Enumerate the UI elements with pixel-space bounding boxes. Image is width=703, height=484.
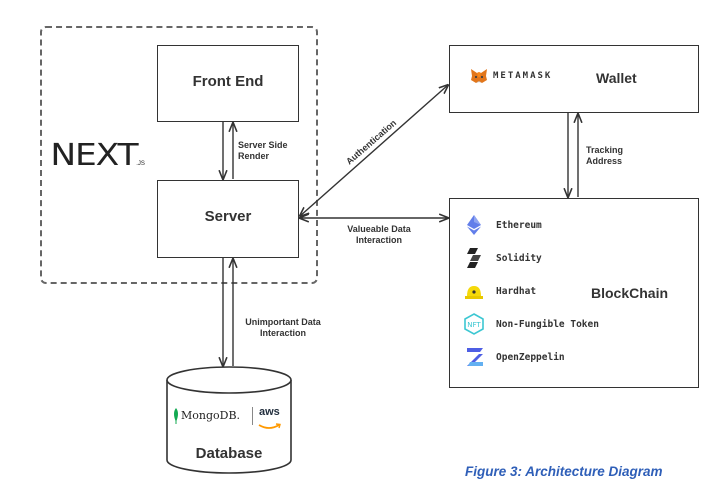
label-tracking: Tracking Address <box>586 145 623 167</box>
metamask-brand: METAMASK <box>493 71 553 81</box>
hardhat-icon <box>464 284 484 300</box>
aws-smile-icon <box>258 418 282 429</box>
nextjs-logo-text: NEXT <box>50 138 138 173</box>
blockchain-box <box>449 198 699 388</box>
label-ssr-line2: Render <box>238 151 270 161</box>
mongodb-leaf-icon <box>172 408 180 424</box>
label-tracking-line2: Address <box>586 156 623 166</box>
server-title: Server <box>204 208 252 225</box>
label-valuable: Valueable Data Interaction <box>338 224 420 246</box>
nextjs-logo-suffix: .JS <box>136 161 145 167</box>
label-ssr: Server Side Render <box>238 140 288 162</box>
metamask-fox-icon <box>470 68 488 84</box>
label-ssr-line1: Server Side <box>238 140 288 150</box>
label-unimportant: Unimportant Data Interaction <box>240 317 326 339</box>
openzeppelin-icon <box>467 348 483 366</box>
wallet-title: Wallet <box>596 70 637 86</box>
mongodb-brand: MongoDB. <box>181 409 241 422</box>
blockchain-item-nft: Non-Fungible Token <box>496 319 599 330</box>
nft-icon: NFT <box>464 313 484 335</box>
blockchain-item-ethereum: Ethereum <box>496 220 542 231</box>
blockchain-item-openzeppelin: OpenZeppelin <box>496 352 565 363</box>
label-tracking-line1: Tracking <box>586 145 624 155</box>
aws-brand: aws <box>259 406 280 418</box>
frontend-title: Front End <box>192 73 264 90</box>
blockchain-item-hardhat: Hardhat <box>496 286 537 297</box>
ethereum-icon <box>467 215 481 235</box>
frontend-box <box>157 45 299 122</box>
blockchain-item-solidity: Solidity <box>496 253 542 264</box>
label-valuable-line1: Valueable Data <box>347 224 411 234</box>
label-unimportant-line1: Unimportant Data <box>245 317 321 327</box>
label-unimportant-line2: Interaction <box>259 328 306 338</box>
database-title: Database <box>195 445 263 462</box>
label-valuable-line2: Interaction <box>355 235 402 245</box>
blockchain-title: BlockChain <box>591 285 669 301</box>
arrow-auth <box>300 85 448 216</box>
svg-text:NFT: NFT <box>467 321 481 329</box>
wallet-box <box>449 45 699 113</box>
brand-divider <box>252 407 253 425</box>
solidity-icon <box>467 248 481 268</box>
figure-caption: Figure 3: Architecture Diagram <box>465 464 663 479</box>
nextjs-logo: NEXT .JS <box>50 138 145 173</box>
server-box <box>157 180 299 258</box>
